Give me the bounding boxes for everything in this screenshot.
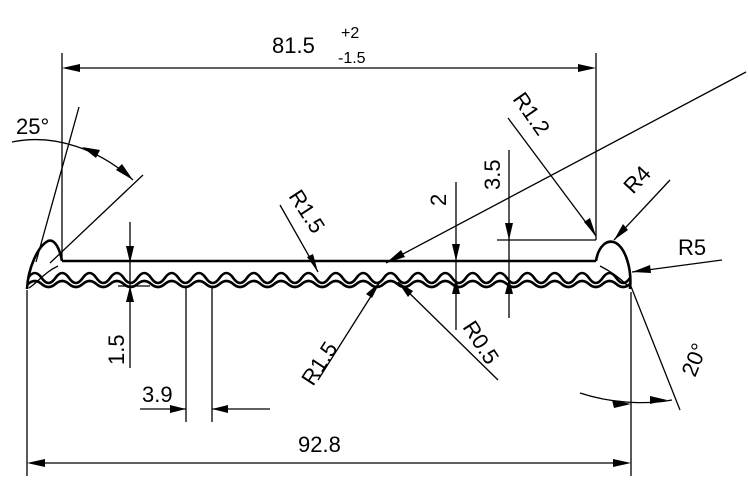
dim-height-3-5: 3.5	[480, 150, 596, 318]
dim-inner-width-value: 81.5	[272, 33, 315, 58]
dim-depth-2-value: 2	[426, 194, 451, 206]
dim-left-angle-value: 25°	[16, 114, 49, 139]
profile-outline	[25, 239, 632, 290]
leader-r5-label: R5	[678, 235, 706, 260]
profile-right-lip	[594, 240, 632, 290]
profile-left-lip	[25, 239, 64, 290]
dim-depth-2: 2	[426, 182, 460, 330]
dim-pitch-3-9-value: 3.9	[142, 382, 173, 407]
dim-inner-width: 81.5 +2 -1.5	[61, 25, 597, 259]
leader-r0-5: R0.5	[397, 281, 504, 381]
leader-r1-5-bottom-label: R1.5	[296, 337, 342, 390]
leader-r4-label: R4	[618, 161, 655, 199]
dim-height-3-5-value: 3.5	[480, 159, 505, 190]
dim-outer-width-value: 92.8	[298, 432, 341, 457]
leader-r1-5-top-label: R1.5	[284, 185, 330, 238]
dim-height-1-5-value: 1.5	[104, 334, 129, 365]
profile-ribs-top	[26, 271, 632, 285]
dim-inner-width-tol-lower: -1.5	[338, 50, 366, 67]
dim-inner-width-tol-upper: +2	[341, 25, 359, 42]
dim-right-angle-value: 20°	[676, 340, 712, 380]
leader-r1-5-bottom: R1.5	[296, 281, 381, 390]
dim-right-angle: 20°	[579, 283, 712, 411]
leader-r4: R4	[613, 161, 671, 241]
dim-left-angle: 25°	[11, 106, 144, 264]
leader-r1-2: R1.2	[507, 88, 597, 237]
dim-pitch-3-9: 3.9	[140, 288, 270, 422]
leader-r1-2-label: R1.2	[508, 88, 555, 140]
dim-height-1-5: 1.5	[104, 222, 150, 368]
dim-outer-width: 92.8	[26, 290, 632, 476]
leader-r0-5-label: R0.5	[458, 316, 504, 369]
leader-r5: R5	[631, 235, 723, 273]
